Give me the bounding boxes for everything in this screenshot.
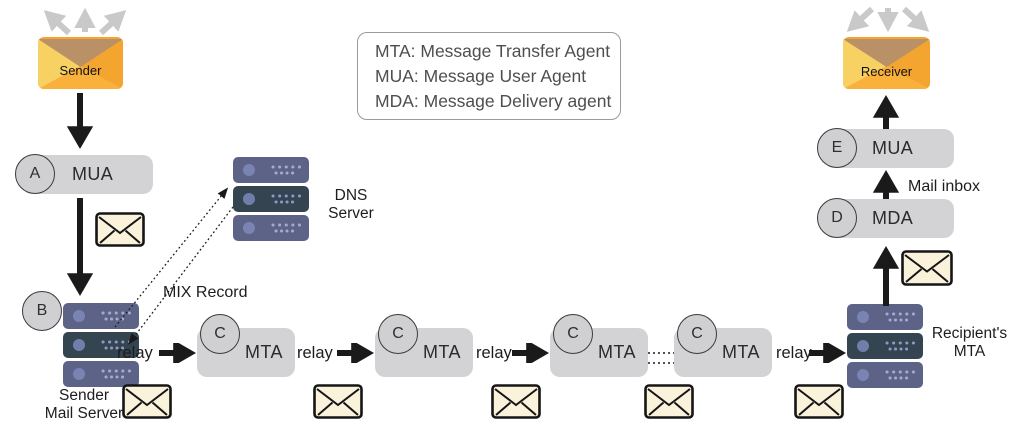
relay-label-3: relay — [476, 344, 512, 362]
dotted-chain-connector — [648, 352, 675, 364]
envelope-icon — [95, 212, 145, 247]
envelope-icon — [491, 384, 541, 419]
mail-inbox-label: Mail inbox — [908, 178, 981, 195]
recipient-mta-label: Recipient's MTA — [931, 325, 1008, 360]
dashed-arrow-query — [114, 187, 234, 345]
node-mta-4-label: MTA — [722, 342, 760, 362]
legend-line-mda: MDA: Message Delivery agent — [375, 91, 612, 111]
badge-c-3: C — [553, 314, 593, 354]
relay-arrow-4 — [809, 343, 846, 363]
receiver-envelope-icon — [843, 37, 930, 89]
node-mta-2-label: MTA — [423, 342, 461, 362]
sender-mail-server-icon — [63, 303, 139, 387]
dns-server-icon — [233, 157, 309, 241]
envelope-icon — [794, 384, 844, 419]
receiver-radiating-arrows-icon — [846, 6, 930, 33]
badge-a: A — [15, 154, 55, 194]
recipient-mta-server-icon — [847, 304, 923, 388]
node-mta-1-label: MTA — [245, 342, 283, 362]
dns-server-label: DNS Server — [328, 187, 374, 222]
sender-radiating-arrows-icon — [43, 7, 127, 36]
badge-c-4: C — [677, 314, 717, 354]
node-mua-receiver-label: MUA — [872, 138, 914, 158]
relay-arrow-2 — [337, 343, 374, 363]
envelope-icon — [122, 384, 172, 419]
badge-d: D — [817, 198, 857, 238]
node-mda-label: MDA — [872, 208, 914, 228]
sender-mail-server-label: Sender Mail Server — [44, 387, 124, 422]
relay-arrow-3 — [512, 343, 549, 363]
relay-label-2: relay — [297, 344, 333, 362]
node-mua-sender-label: MUA — [72, 164, 114, 184]
mix-record-label: MIX Record — [163, 284, 248, 301]
arrow-mua-to-receiver — [872, 95, 900, 130]
legend-line-mua: MUA: Message User Agent — [375, 66, 587, 86]
sender-envelope-icon — [38, 37, 123, 89]
badge-b: B — [22, 291, 62, 331]
receiver-envelope-label: Receiver — [860, 64, 913, 79]
sender-envelope-label: Sender — [59, 63, 102, 78]
envelope-icon — [313, 384, 363, 419]
legend-line-mta: MTA: Message Transfer Agent — [375, 41, 611, 61]
node-mta-3-label: MTA — [598, 342, 636, 362]
arrow-server-to-mda — [872, 246, 900, 306]
badge-c-1: C — [200, 314, 240, 354]
legend-box: MTA: Message Transfer Agent MUA: Message… — [357, 32, 621, 120]
arrow-mua-to-mailserver — [66, 198, 94, 296]
relay-label-4: relay — [776, 344, 812, 362]
relay-label-1: relay — [117, 344, 153, 362]
badge-e: E — [817, 128, 857, 168]
arrow-sender-to-mua — [66, 93, 94, 149]
envelope-icon — [901, 250, 953, 286]
badge-c-2: C — [378, 314, 418, 354]
envelope-icon — [644, 384, 694, 419]
relay-arrow-1 — [159, 343, 196, 363]
